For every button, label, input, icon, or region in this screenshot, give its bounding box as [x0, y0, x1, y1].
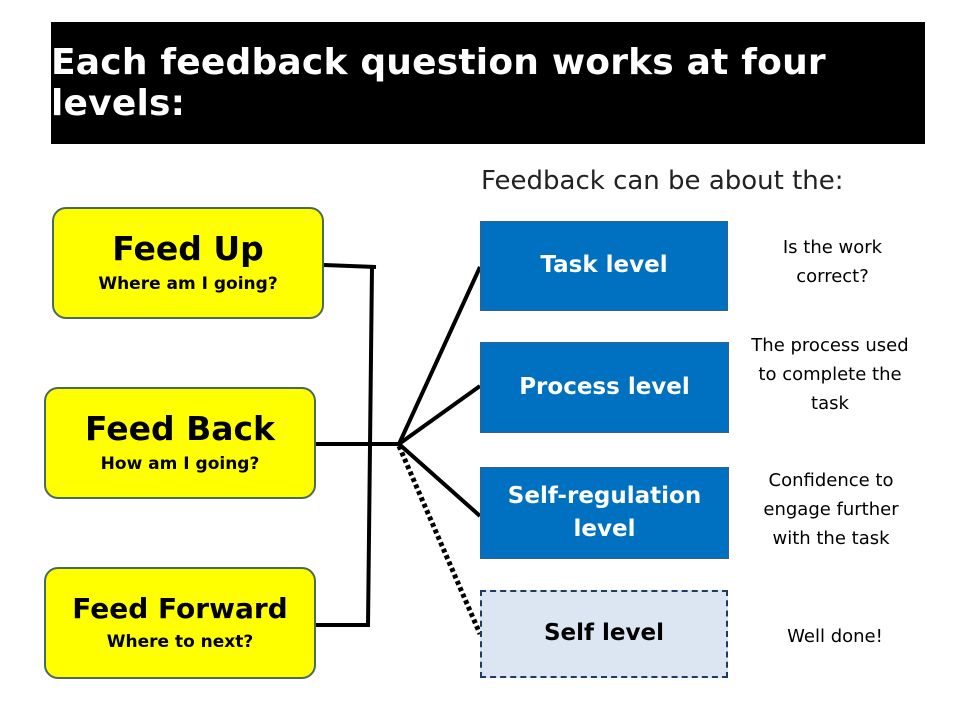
self-level-label: Self level	[543, 620, 665, 647]
process-level-label: Process level	[519, 373, 690, 400]
feed-back-box: Feed Back How am I going?	[44, 387, 316, 499]
feed-back-label: Feed Back	[84, 408, 275, 448]
feed-back-question: How am I going?	[100, 454, 260, 475]
subtitle: Feedback can be about the:	[481, 166, 844, 196]
self-level-note: Well done!	[787, 626, 883, 647]
feed-up-label: Feed Up	[112, 228, 264, 268]
process-level-note: The process used to complete the task	[751, 335, 909, 414]
self-level-box: Self level	[480, 590, 728, 678]
process-level-box: Process level	[480, 342, 729, 433]
self-regulation-level-note: Confidence to engage further with the ta…	[763, 470, 899, 549]
feed-forward-label: Feed Forward	[72, 592, 288, 626]
task-level-note: Is the work correct?	[782, 237, 883, 287]
title-banner: Each feedback question works at four lev…	[51, 22, 925, 144]
feed-forward-box: Feed Forward Where to next?	[44, 567, 316, 679]
selfreg-level-connector	[397, 442, 482, 518]
page-title: Each feedback question works at four lev…	[51, 42, 826, 124]
feed-forward-question: Where to next?	[106, 631, 254, 652]
feed-up-connector	[323, 263, 377, 269]
feed-up-question: Where am I going?	[98, 274, 278, 295]
self-level-connector	[396, 445, 483, 635]
task-level-connector	[397, 266, 482, 445]
task-level-label: Task level	[540, 252, 668, 279]
task-level-box: Task level	[480, 221, 728, 311]
process-level-connector	[397, 384, 482, 446]
self-regulation-level-label: Self-regulation level	[507, 482, 702, 542]
self-regulation-level-box: Self-regulation level	[480, 467, 729, 559]
feed-up-box: Feed Up Where am I going?	[52, 207, 324, 319]
